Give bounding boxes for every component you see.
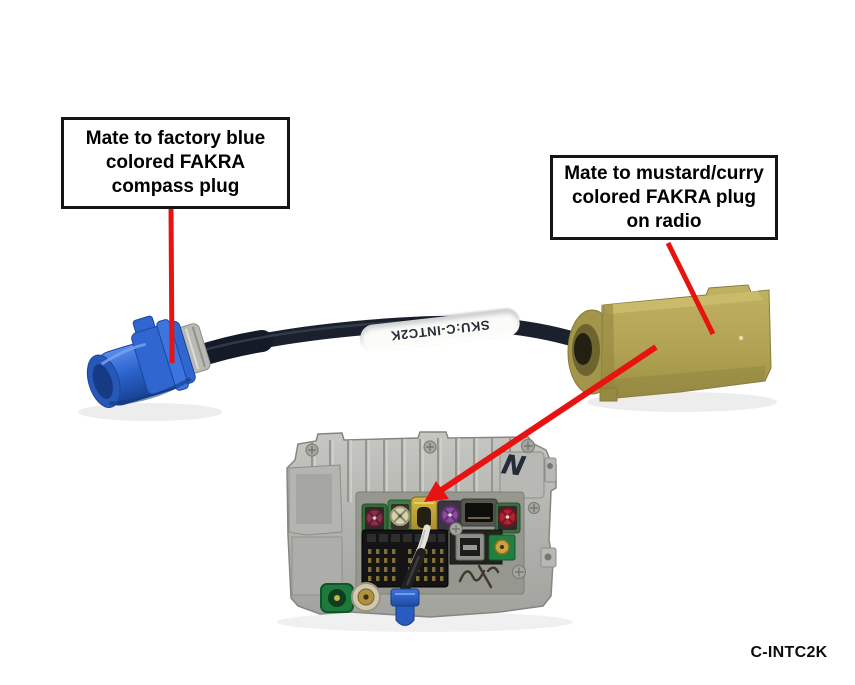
fakra-port-row <box>361 496 521 534</box>
callout-line: on radio <box>626 210 702 232</box>
gold-round-connector <box>351 582 381 612</box>
mustard-fakra-connector <box>567 284 772 402</box>
callout-line: colored FAKRA plug <box>571 186 757 208</box>
screw-slots <box>308 441 538 577</box>
callout-blue-plug: Mate to factory blue colored FAKRA compa… <box>61 117 290 209</box>
screws <box>305 438 541 580</box>
mount-tab-top <box>544 457 557 483</box>
radio-unit <box>286 431 557 626</box>
blue-fakra-pigtail <box>390 548 426 626</box>
handwritten-scribble <box>458 564 500 589</box>
mount-hole <box>547 463 553 469</box>
fakra-port-maroon <box>361 503 388 534</box>
cable-sku-text: SKU:C-INTC2K <box>389 317 491 344</box>
mount-hole <box>544 553 552 561</box>
part-number-caption: C-INTC2K <box>750 644 828 661</box>
casting-ribs <box>311 438 511 502</box>
fakra-port-red <box>494 502 521 534</box>
callout-line: colored FAKRA <box>105 152 246 173</box>
annotation-arrows <box>168 205 716 502</box>
leader-line-blue-connector <box>168 205 175 364</box>
callout-line: Mate to factory blue <box>85 128 266 149</box>
foot <box>599 387 618 402</box>
green-port <box>488 534 516 561</box>
green-fakra-connector <box>320 583 354 613</box>
leader-line-mustard-connector <box>665 241 716 336</box>
arrow-to-radio-port-head <box>424 481 449 502</box>
callout-mustard-plug: Mate to mustard/curry colored FAKRA plug… <box>550 155 778 240</box>
callout-line: Mate to mustard/curry <box>564 162 764 184</box>
shadows <box>78 392 777 632</box>
io-bay <box>449 529 516 565</box>
bottom-shade <box>601 366 765 398</box>
fakra-port-cream <box>387 499 413 533</box>
video-port-black <box>460 498 498 527</box>
top-face <box>603 291 763 314</box>
callout-line: compass plug <box>111 176 240 197</box>
fleck <box>738 335 744 341</box>
blue-fakra-connector <box>86 315 211 408</box>
fakra-plug-mustard-inserted <box>410 496 438 534</box>
left-cast-recess <box>296 474 332 524</box>
arrow-to-radio-port-shaft <box>438 344 658 494</box>
